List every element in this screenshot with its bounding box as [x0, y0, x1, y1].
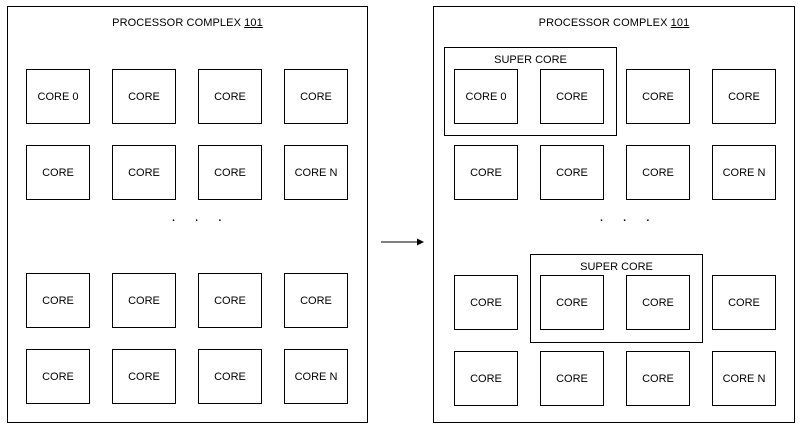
super-core-label: SUPER CORE — [580, 261, 653, 273]
panel-title-right: PROCESSOR COMPLEX 101 — [538, 17, 690, 29]
core: CORE N — [712, 351, 776, 406]
core: CORE — [626, 69, 690, 124]
core: CORE — [626, 275, 690, 330]
core: CORE — [112, 69, 176, 124]
core: CORE — [26, 145, 90, 200]
transform-arrow — [381, 238, 424, 246]
core: CORE — [454, 351, 518, 406]
core: CORE N — [284, 145, 348, 200]
core: CORE — [284, 69, 348, 124]
core: CORE — [626, 145, 690, 200]
core: CORE — [112, 349, 176, 404]
core: CORE — [112, 145, 176, 200]
core: CORE — [454, 275, 518, 330]
core: CORE — [198, 273, 262, 328]
panel-title-left: PROCESSOR COMPLEX 101 — [112, 17, 263, 29]
core: CORE N — [284, 349, 348, 404]
core: CORE — [540, 275, 604, 330]
core: CORE 0 — [454, 69, 518, 124]
core: CORE — [198, 145, 262, 200]
core: CORE — [284, 273, 348, 328]
reference-number: 101 — [670, 17, 690, 29]
core: CORE — [198, 349, 262, 404]
processor-complex-right: PROCESSOR COMPLEX 101 SUPER CORE SUPER C… — [433, 6, 795, 423]
core: CORE — [540, 351, 604, 406]
core: CORE — [626, 351, 690, 406]
core: CORE — [26, 273, 90, 328]
core: CORE — [26, 349, 90, 404]
core: CORE — [112, 273, 176, 328]
core: CORE 0 — [26, 69, 90, 124]
reference-number: 101 — [244, 17, 263, 29]
core: CORE — [198, 69, 262, 124]
ellipsis: · · · — [171, 211, 230, 228]
processor-complex-left: PROCESSOR COMPLEX 101 CORE 0 CORE CORE C… — [7, 6, 368, 423]
super-core-label: SUPER CORE — [494, 54, 567, 66]
super-core: SUPER CORE — [444, 47, 617, 136]
ellipsis: · · · — [599, 211, 658, 228]
core: CORE N — [712, 145, 776, 200]
core: CORE — [712, 69, 776, 124]
super-core: SUPER CORE — [530, 254, 703, 343]
core: CORE — [540, 145, 604, 200]
core: CORE — [540, 69, 604, 124]
core: CORE — [454, 145, 518, 200]
core: CORE — [712, 275, 776, 330]
